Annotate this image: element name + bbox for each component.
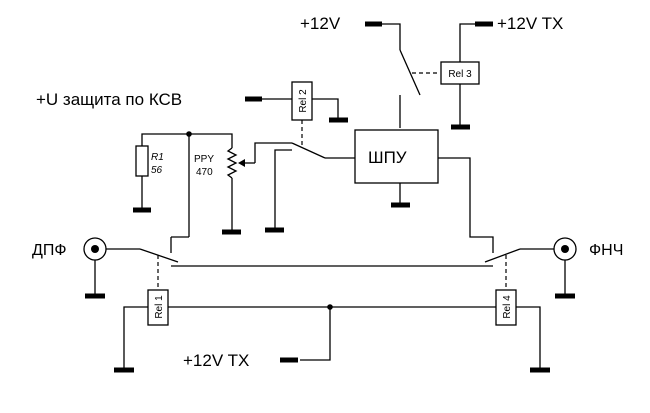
label-r1-name: R1 xyxy=(151,152,164,163)
rel4-contact xyxy=(484,248,521,263)
label-amplifier: ШПУ xyxy=(368,148,407,167)
label-swr-protection: +U защита по КСВ xyxy=(36,90,182,109)
label-output-filter: ФНЧ xyxy=(589,242,623,259)
wire-tx-to-rel3 xyxy=(459,23,475,62)
wire-pot-to-rel2 xyxy=(254,142,292,163)
wire-rel4-gnd xyxy=(516,306,541,368)
label-rel3: Rel 3 xyxy=(448,69,472,80)
label-12v-tx-bottom: +12V TX xyxy=(183,351,249,370)
label-r1-value: 56 xyxy=(151,165,163,176)
wire-rel2-gnd-pole xyxy=(274,149,292,228)
rel1-contact xyxy=(139,248,179,263)
wire-amp-to-rel4 xyxy=(438,157,494,253)
wiper-arrow xyxy=(238,159,245,167)
potentiometer-ppy xyxy=(226,147,238,179)
label-input-filter: ДПФ xyxy=(32,242,67,259)
rel2-contact xyxy=(291,142,326,159)
wire-rel1-gnd xyxy=(123,306,148,368)
resistor-r1 xyxy=(135,145,149,177)
label-pot-name: PPY xyxy=(194,154,214,165)
connector-output-pin xyxy=(561,245,569,253)
wire-top-node xyxy=(141,133,233,148)
wire-rel2-gnd xyxy=(312,98,339,118)
wire-tx-feed xyxy=(300,307,331,361)
label-rel2: Rel 2 xyxy=(298,89,309,113)
wire-12v-to-switch xyxy=(382,23,401,50)
rel3-contact xyxy=(399,49,421,96)
amplifier-block xyxy=(354,129,439,184)
label-rel1: Rel 1 xyxy=(154,295,165,319)
label-rel4: Rel 4 xyxy=(502,295,513,319)
label-pot-value: 470 xyxy=(196,167,213,178)
label-12v: +12V xyxy=(300,14,341,33)
label-12v-tx-top: +12V TX xyxy=(497,14,563,33)
connector-input-pin xyxy=(91,245,99,253)
